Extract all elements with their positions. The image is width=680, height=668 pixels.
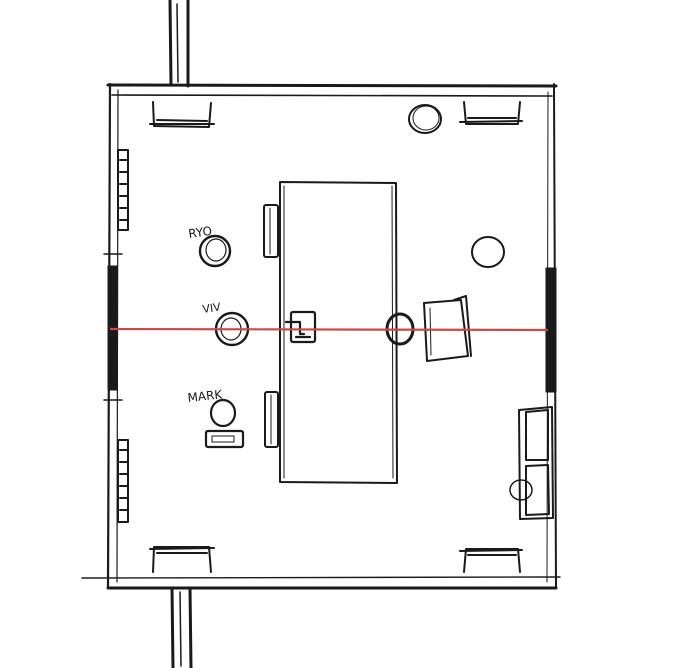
corridor-bottom <box>170 586 193 668</box>
label-mark: MARK <box>187 387 224 405</box>
person-icon <box>198 234 232 268</box>
armchair-icon <box>149 546 215 573</box>
camera-icon <box>284 310 317 344</box>
stool-icon <box>408 104 442 134</box>
window-icon <box>117 149 129 231</box>
armchair-icon <box>149 101 215 128</box>
label-viv: VIV <box>202 300 222 315</box>
room-walls <box>81 82 561 590</box>
armchair-icon <box>459 101 523 125</box>
sight-line <box>109 327 549 332</box>
armchair-icon <box>459 548 523 573</box>
person-icon <box>204 398 245 449</box>
corridor-top <box>168 0 190 88</box>
chair-icon <box>423 295 472 362</box>
door-left <box>103 253 123 401</box>
window-icon <box>117 439 129 523</box>
sofa-icon <box>509 406 554 520</box>
label-ryo: RYO <box>187 224 212 241</box>
person-icon <box>471 236 505 268</box>
chair-icon <box>264 391 279 448</box>
meeting-table <box>279 181 398 484</box>
chair-icon <box>263 204 279 258</box>
